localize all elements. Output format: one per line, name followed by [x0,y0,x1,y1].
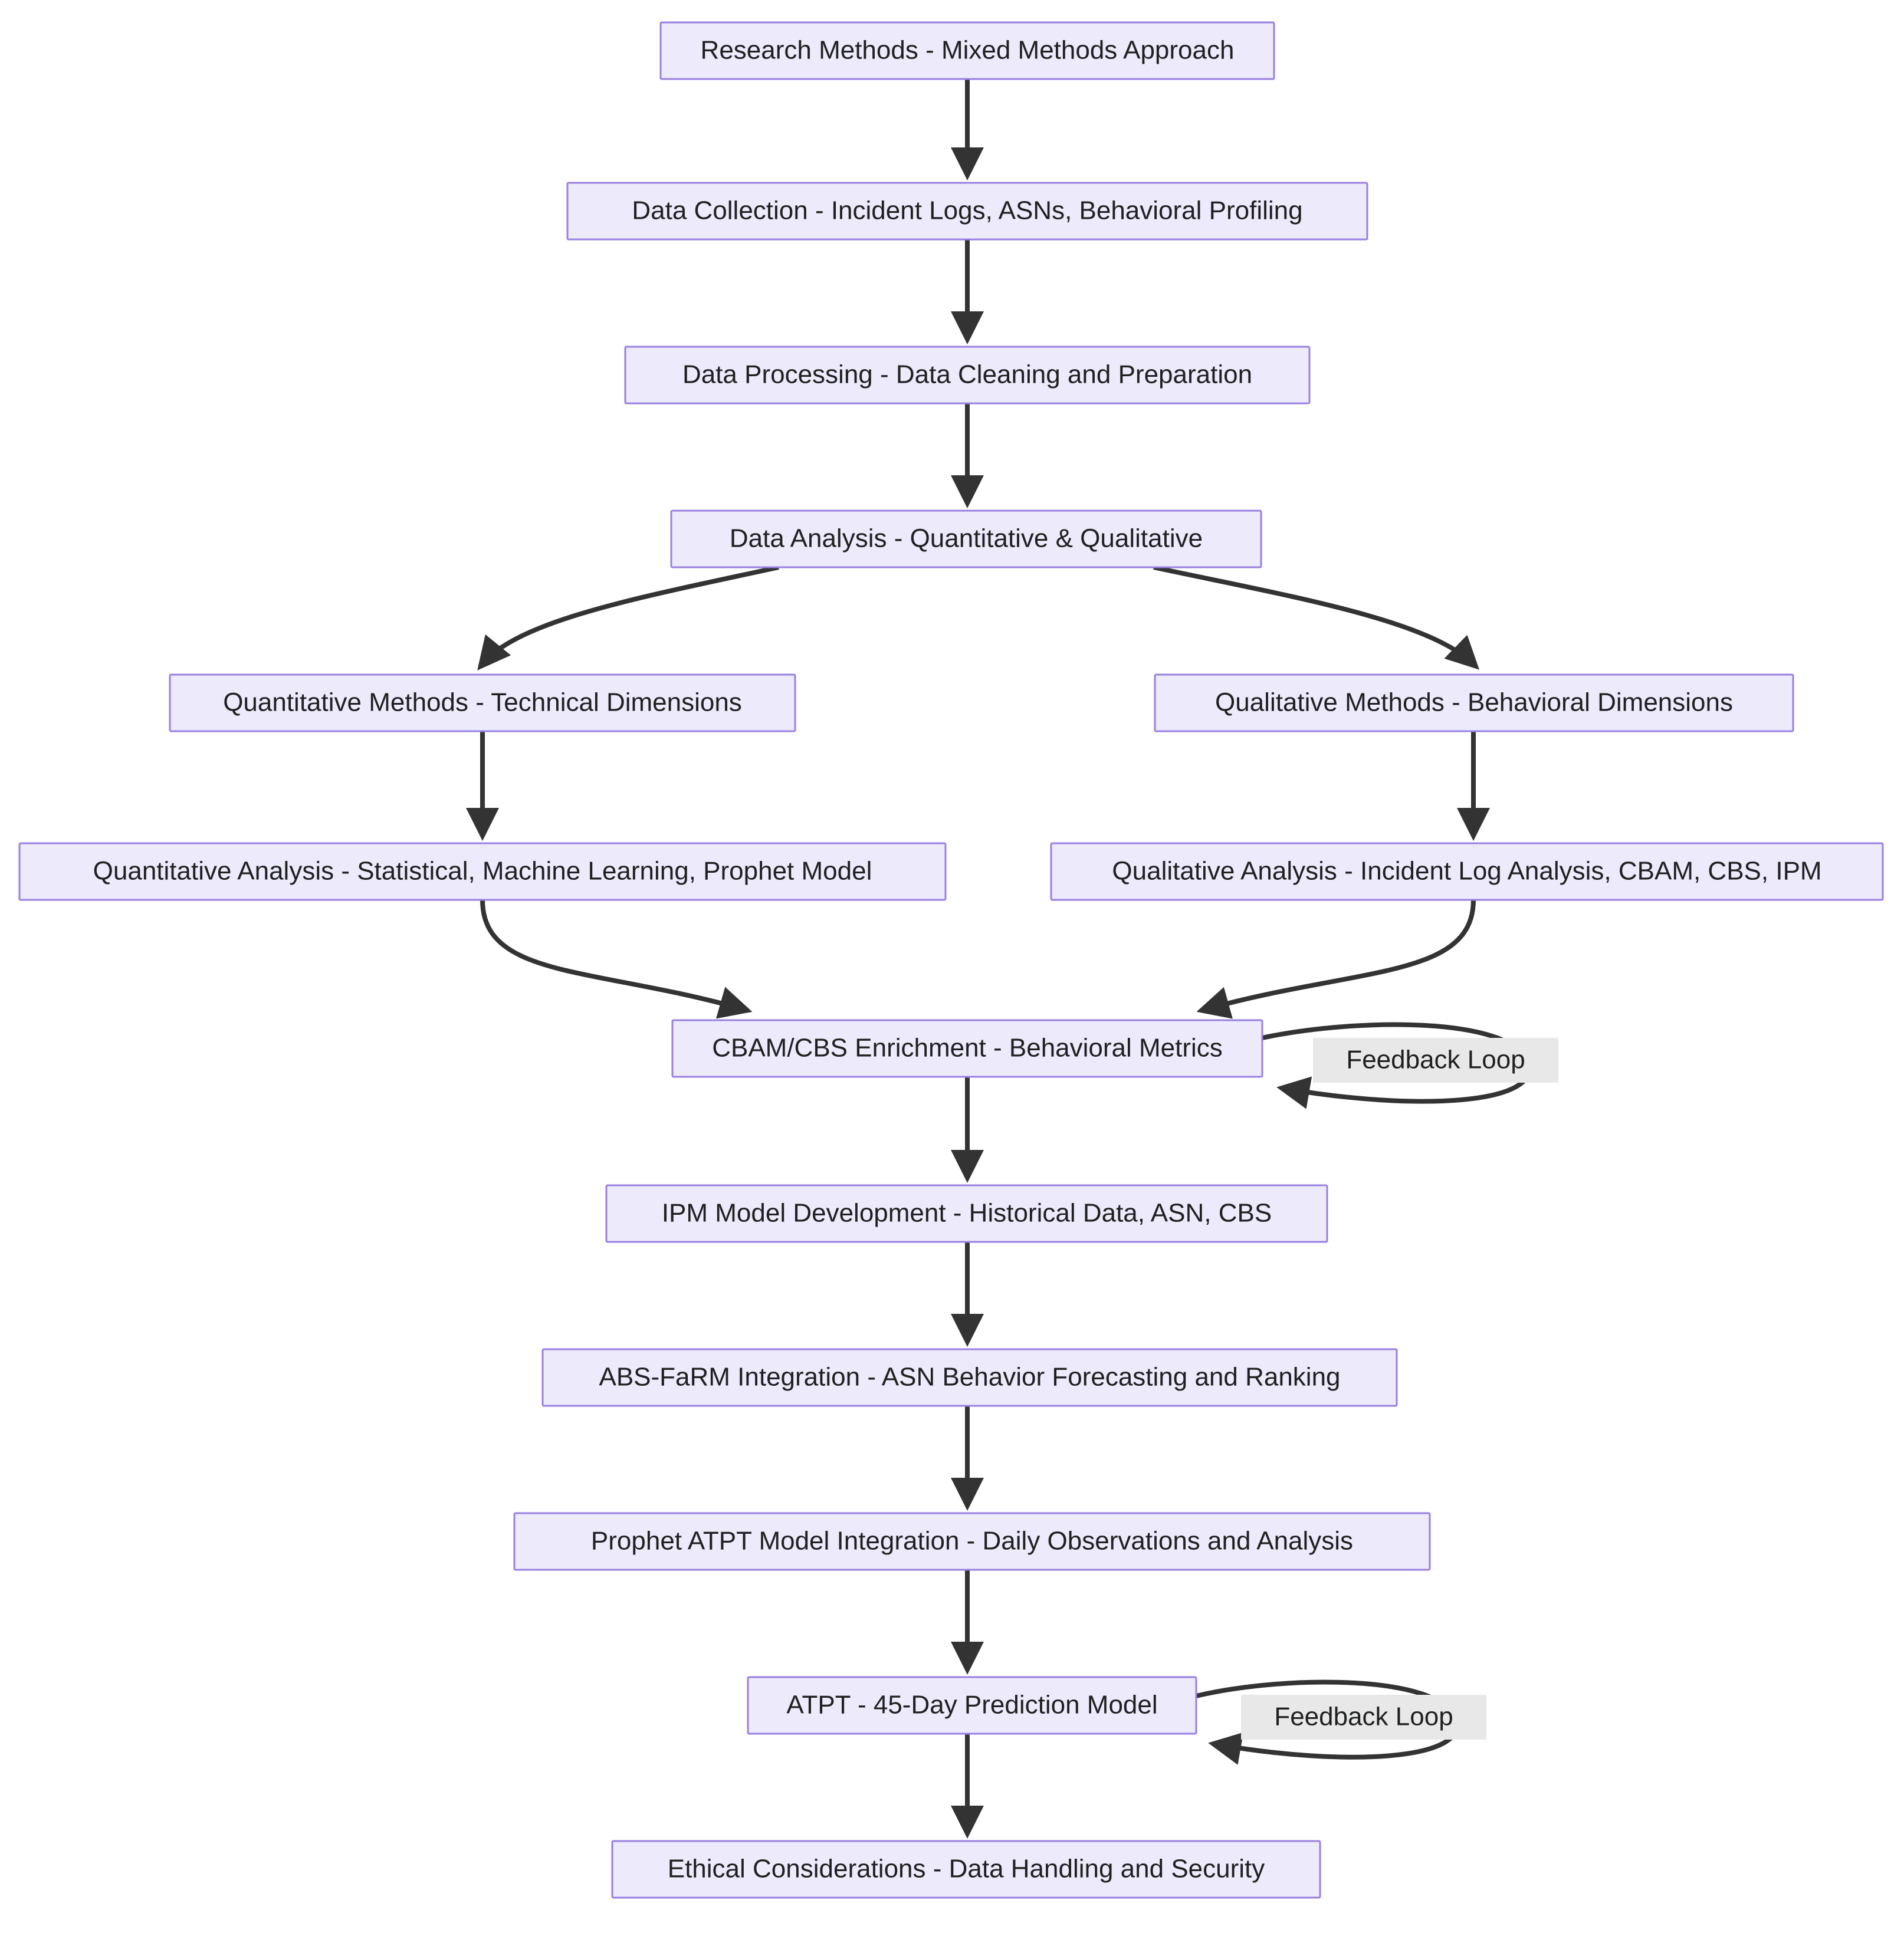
node-research-methods[interactable]: Research Methods - Mixed Methods Approac… [659,21,1275,80]
node-box-cbam-cbs-enrichment [671,1019,1263,1078]
node-label-data-collection: Data Collection - Incident Logs, ASNs, B… [632,196,1302,225]
node-box-research-methods [659,21,1275,80]
node-prophet-atpt-integration[interactable]: Prophet ATPT Model Integration - Daily O… [513,1512,1431,1571]
edge-qual-analysis-to-cbam [1196,899,1476,1019]
node-quantitative-analysis[interactable]: Quantitative Analysis - Statistical, Mac… [18,842,947,901]
node-box-data-analysis [670,509,1262,568]
edge-label-text-atpt: Feedback Loop [1274,1702,1453,1731]
node-quantitative-methods[interactable]: Quantitative Methods - Technical Dimensi… [169,673,796,732]
node-label-quantitative-analysis: Quantitative Analysis - Statistical, Mac… [93,857,872,886]
node-ipm-model-development[interactable]: IPM Model Development - Historical Data,… [605,1184,1328,1243]
node-box-abs-farm-integration [541,1348,1398,1407]
node-label-qualitative-methods: Qualitative Methods - Behavioral Dimensi… [1215,688,1733,717]
node-label-prophet-atpt-integration: Prophet ATPT Model Integration - Daily O… [591,1527,1353,1556]
node-qualitative-methods[interactable]: Qualitative Methods - Behavioral Dimensi… [1154,673,1794,732]
node-label-quantitative-methods: Quantitative Methods - Technical Dimensi… [223,688,742,717]
node-label-data-analysis: Data Analysis - Quantitative & Qualitati… [730,524,1203,553]
node-cbam-cbs-enrichment[interactable]: CBAM/CBS Enrichment - Behavioral Metrics [671,1019,1263,1078]
node-label-ethical-considerations: Ethical Considerations - Data Handling a… [668,1855,1265,1883]
node-label-ipm-model-development: IPM Model Development - Historical Data,… [662,1199,1272,1228]
edge-analysis-to-qual-methods [1153,565,1480,670]
node-atpt-prediction-model[interactable]: ATPT - 45-Day Prediction Model [747,1676,1197,1735]
node-qualitative-analysis[interactable]: Qualitative Analysis - Incident Log Anal… [1050,842,1884,901]
node-data-collection[interactable]: Data Collection - Incident Logs, ASNs, B… [566,182,1368,241]
edge-quant-analysis-to-cbam [480,899,753,1019]
node-box-quantitative-analysis [18,842,947,901]
edge-label-text-cbam: Feedback Loop [1346,1046,1525,1074]
node-data-analysis[interactable]: Data Analysis - Quantitative & Qualitati… [670,509,1262,568]
node-data-processing[interactable]: Data Processing - Data Cleaning and Prep… [624,346,1311,405]
node-box-data-collection [566,182,1368,241]
node-label-research-methods: Research Methods - Mixed Methods Approac… [701,36,1235,65]
node-box-qualitative-analysis [1050,842,1884,901]
edge-label-layer: Feedback Loop Feedback Loop [1241,1038,1558,1740]
node-box-ipm-model-development [605,1184,1328,1243]
edge-analysis-to-quant-methods [477,565,779,670]
node-label-data-processing: Data Processing - Data Cleaning and Prep… [682,360,1252,389]
edge-label-feedback-loop-cbam: Feedback Loop [1313,1038,1558,1083]
node-box-atpt-prediction-model [747,1676,1197,1735]
edge-label-bg-cbam [1313,1038,1558,1083]
node-box-data-processing [624,346,1311,405]
node-box-quantitative-methods [169,673,796,732]
edge-label-bg-atpt [1241,1695,1486,1740]
node-box-qualitative-methods [1154,673,1794,732]
edge-label-feedback-loop-atpt: Feedback Loop [1241,1695,1486,1740]
node-ethical-considerations[interactable]: Ethical Considerations - Data Handling a… [611,1840,1321,1899]
node-box-prophet-atpt-integration [513,1512,1431,1571]
node-abs-farm-integration[interactable]: ABS-FaRM Integration - ASN Behavior Fore… [541,1348,1398,1407]
node-label-atpt-prediction-model: ATPT - 45-Day Prediction Model [786,1691,1157,1720]
node-box-ethical-considerations [611,1840,1321,1899]
node-label-abs-farm-integration: ABS-FaRM Integration - ASN Behavior Fore… [599,1363,1340,1392]
node-label-cbam-cbs-enrichment: CBAM/CBS Enrichment - Behavioral Metrics [712,1034,1223,1063]
node-layer: Research Methods - Mixed Methods Approac… [18,21,1884,1899]
edge-layer [466,79,1532,1839]
node-label-qualitative-analysis: Qualitative Analysis - Incident Log Anal… [1112,857,1821,886]
